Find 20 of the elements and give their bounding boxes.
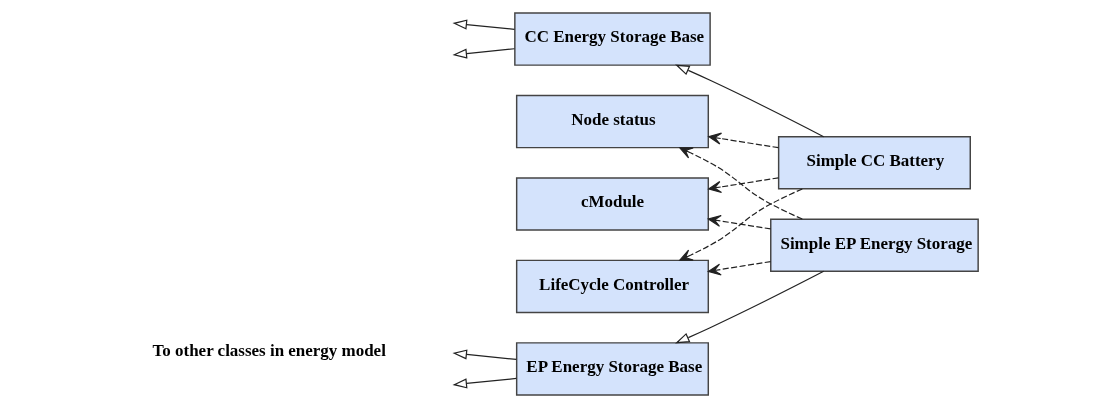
node-box: cModule	[515, 177, 709, 231]
node-box: Node status	[515, 94, 709, 149]
arrow	[451, 19, 515, 30]
arrow	[707, 132, 779, 149]
label: To other classes in energy model	[152, 341, 386, 361]
node-box: LifeCycle Controller	[515, 259, 709, 314]
arrow	[674, 270, 824, 344]
arrow	[451, 377, 517, 389]
arrow	[678, 188, 803, 261]
arrow	[451, 48, 515, 59]
node-box: Simple EP Energy Storage	[769, 218, 979, 273]
arrow	[678, 147, 803, 220]
arrow	[707, 177, 779, 193]
arrow	[707, 214, 771, 230]
arrow	[451, 349, 517, 360]
node-box: CC Energy Storage Base	[513, 12, 711, 66]
arrow	[707, 260, 771, 276]
node-box: EP Energy Storage Base	[515, 342, 709, 396]
node-box: Simple CC Battery	[777, 135, 971, 190]
arrow	[674, 64, 824, 138]
